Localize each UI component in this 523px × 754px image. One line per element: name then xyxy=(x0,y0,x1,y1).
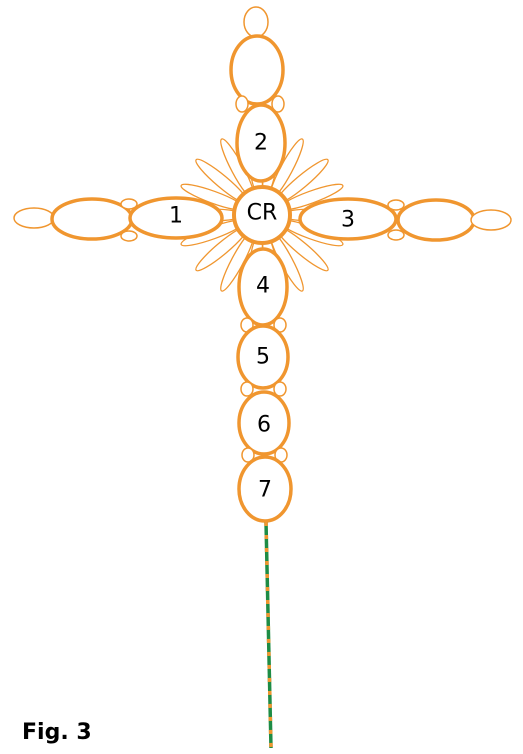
ring-2-label: 2 xyxy=(254,131,268,156)
join-picot xyxy=(236,96,248,112)
center-ring-label: CR xyxy=(247,201,278,226)
ring-6-label: 6 xyxy=(257,413,271,438)
ring-7-label: 7 xyxy=(258,478,272,503)
join-picot xyxy=(241,382,253,396)
left-outer-ring xyxy=(52,199,132,239)
right-outer-ring xyxy=(398,200,474,240)
ring-1-label: 1 xyxy=(169,204,183,229)
join-picot xyxy=(388,200,404,210)
join-picot xyxy=(121,231,137,241)
ring-5-label: 5 xyxy=(256,345,270,370)
top-outer-ring xyxy=(231,36,283,104)
join-picot xyxy=(388,230,404,240)
figure-caption: Fig. 3 xyxy=(22,722,92,744)
thread-tail-green xyxy=(266,522,271,748)
ring-3-label: 3 xyxy=(341,208,355,233)
ring-4-label: 4 xyxy=(256,274,270,299)
top-picot-ring xyxy=(244,7,268,37)
left-picot-ring xyxy=(14,208,54,228)
right-picot-ring xyxy=(471,210,511,230)
